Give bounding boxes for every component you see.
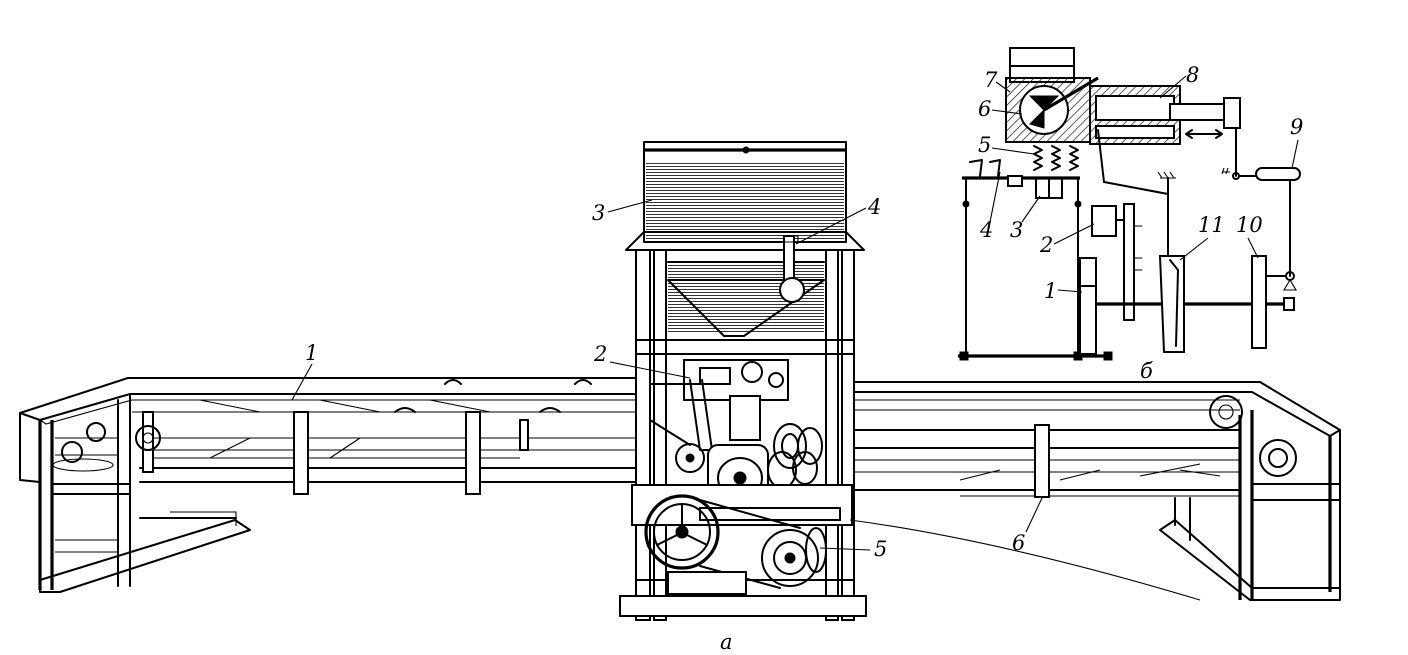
label-a-2: 2 <box>593 342 607 366</box>
label-b-9: 9 <box>1290 115 1303 139</box>
label-b-6: 6 <box>978 97 991 121</box>
label-b-7: 7 <box>984 68 998 92</box>
label-a-5: 5 <box>874 537 887 561</box>
label-b-11: 11 <box>1198 213 1225 237</box>
schematic-view-b: 7 6 5 4 3 2 1 8 9 10 11 б <box>958 47 1303 383</box>
caption-a: а <box>720 630 733 654</box>
label-b-4: 4 <box>979 218 993 242</box>
machine-view-a: 1 2 3 4 5 6 а <box>19 141 1341 654</box>
left-conveyor-table <box>19 377 641 593</box>
callouts-view-a: 1 2 3 4 5 6 а <box>291 195 1043 654</box>
label-b-3: 3 <box>1010 218 1023 242</box>
label-a-6: 6 <box>1012 531 1025 555</box>
central-machine <box>619 141 1201 621</box>
label-b-8: 8 <box>1186 63 1199 87</box>
caption-b: б <box>1140 359 1153 383</box>
label-b-2: 2 <box>1039 233 1053 257</box>
label-b-5: 5 <box>978 133 991 157</box>
label-a-1: 1 <box>305 341 318 365</box>
label-b-10: 10 <box>1236 213 1263 237</box>
label-a-3: 3 <box>592 201 605 225</box>
label-b-1: 1 <box>1044 279 1057 303</box>
label-a-4: 4 <box>867 195 881 219</box>
callouts-view-b: 7 6 5 4 3 2 1 8 9 10 11 б <box>978 63 1303 383</box>
right-conveyor-table <box>851 381 1341 601</box>
